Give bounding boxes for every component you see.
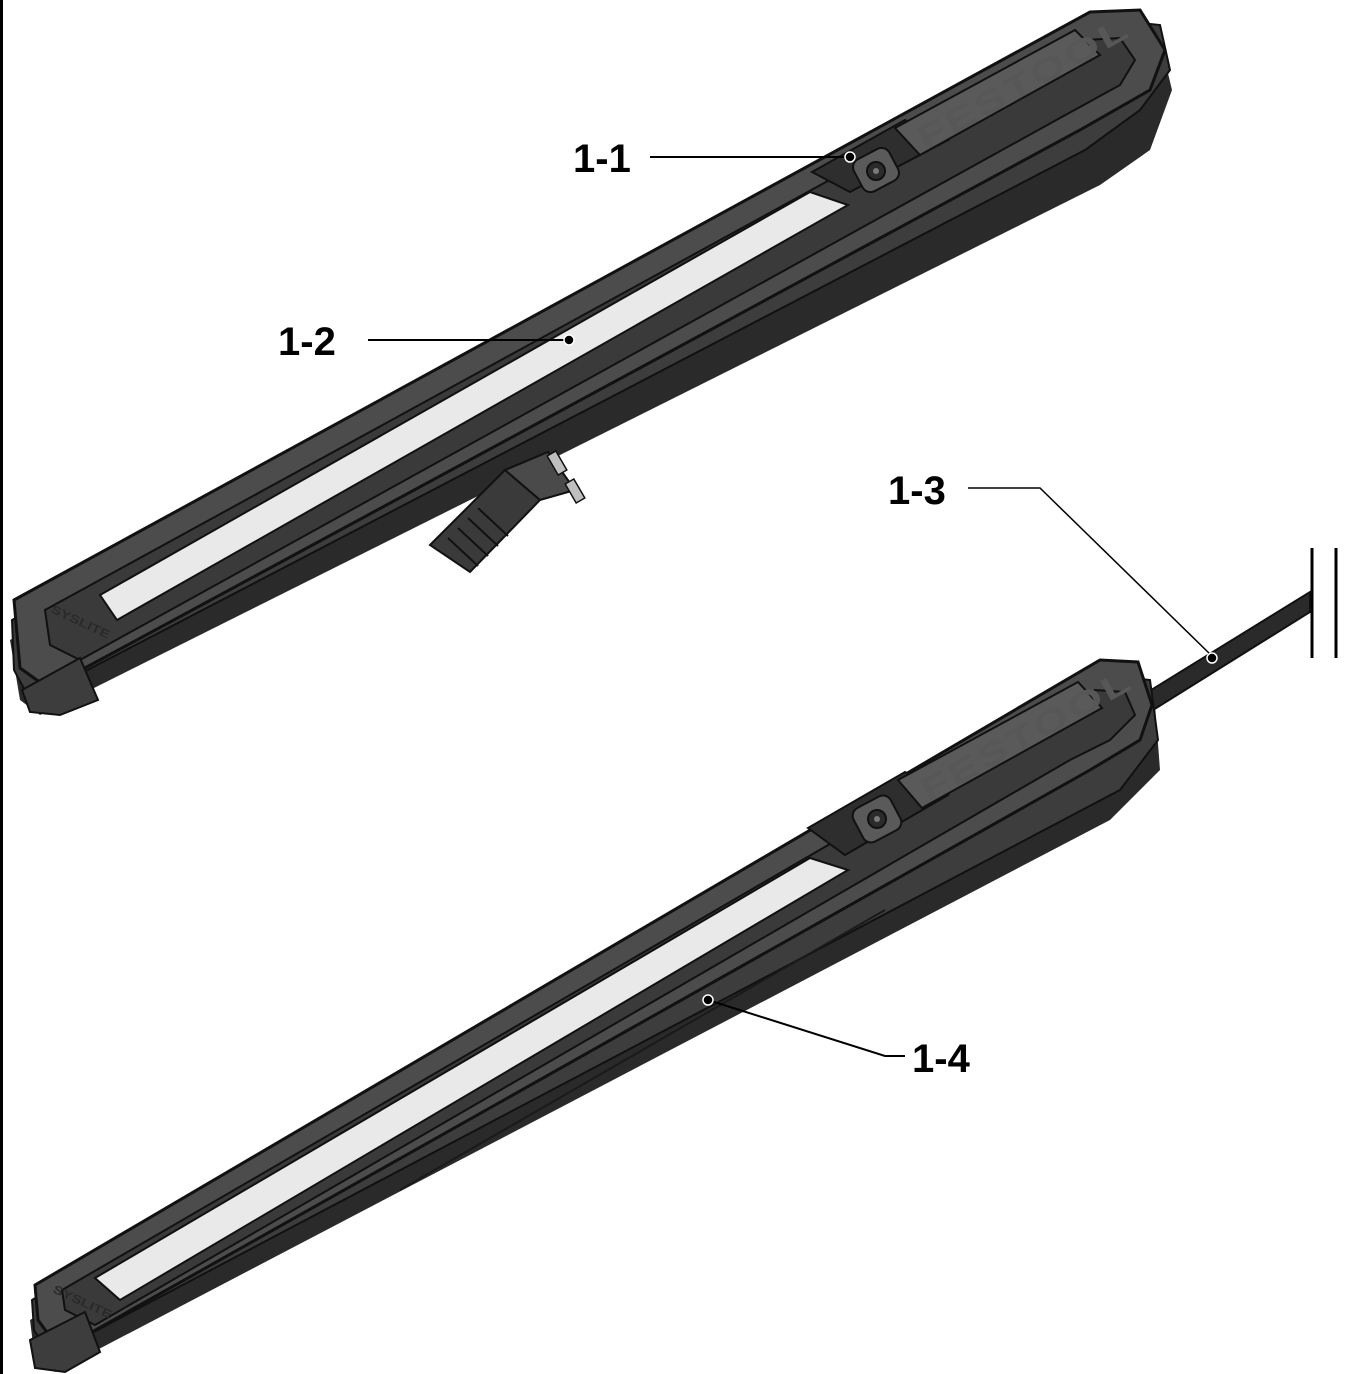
lamp-bottom-brand-plate [896, 680, 1104, 810]
lamp-top-light-panel [98, 190, 851, 622]
lamp-bottom-power-button [851, 794, 903, 844]
lamp-bottom-cable [1133, 590, 1311, 717]
callout-1-4-dot [702, 994, 714, 1006]
lamp-bottom-end-clip [28, 1310, 102, 1374]
lamp-bottom-seam [399, 909, 886, 1191]
callout-1-1-label: 1-1 [573, 137, 631, 181]
lamp-top-brand-plate [893, 28, 1102, 157]
callout-1-2-label: 1-2 [278, 320, 336, 364]
lamp-top: FESTOOL SYSLITE [10, 8, 1172, 717]
callout-1-3-leader [968, 487, 1213, 657]
lamp-top-plug [428, 449, 586, 574]
callout-1-4-label: 1-4 [912, 1037, 971, 1081]
lamp-bottom: FESTOOL SYSLITE [28, 548, 1338, 1374]
lamp-top-power-button [852, 146, 900, 194]
lamp-top-end-clip [20, 656, 100, 717]
callout-1-4: 1-4 [702, 994, 971, 1081]
callout-1-3-label: 1-3 [888, 469, 946, 513]
callout-1-3: 1-3 [888, 469, 1218, 664]
callout-1-3-dot [1206, 652, 1218, 664]
callout-1-4-leader [707, 999, 905, 1057]
callout-1-2-dot [563, 334, 575, 346]
callout-1-2: 1-2 [278, 320, 575, 364]
callout-1-1-dot [844, 151, 856, 163]
callout-1-1: 1-1 [573, 137, 856, 181]
lamp-bottom-light-panel [93, 856, 851, 1302]
